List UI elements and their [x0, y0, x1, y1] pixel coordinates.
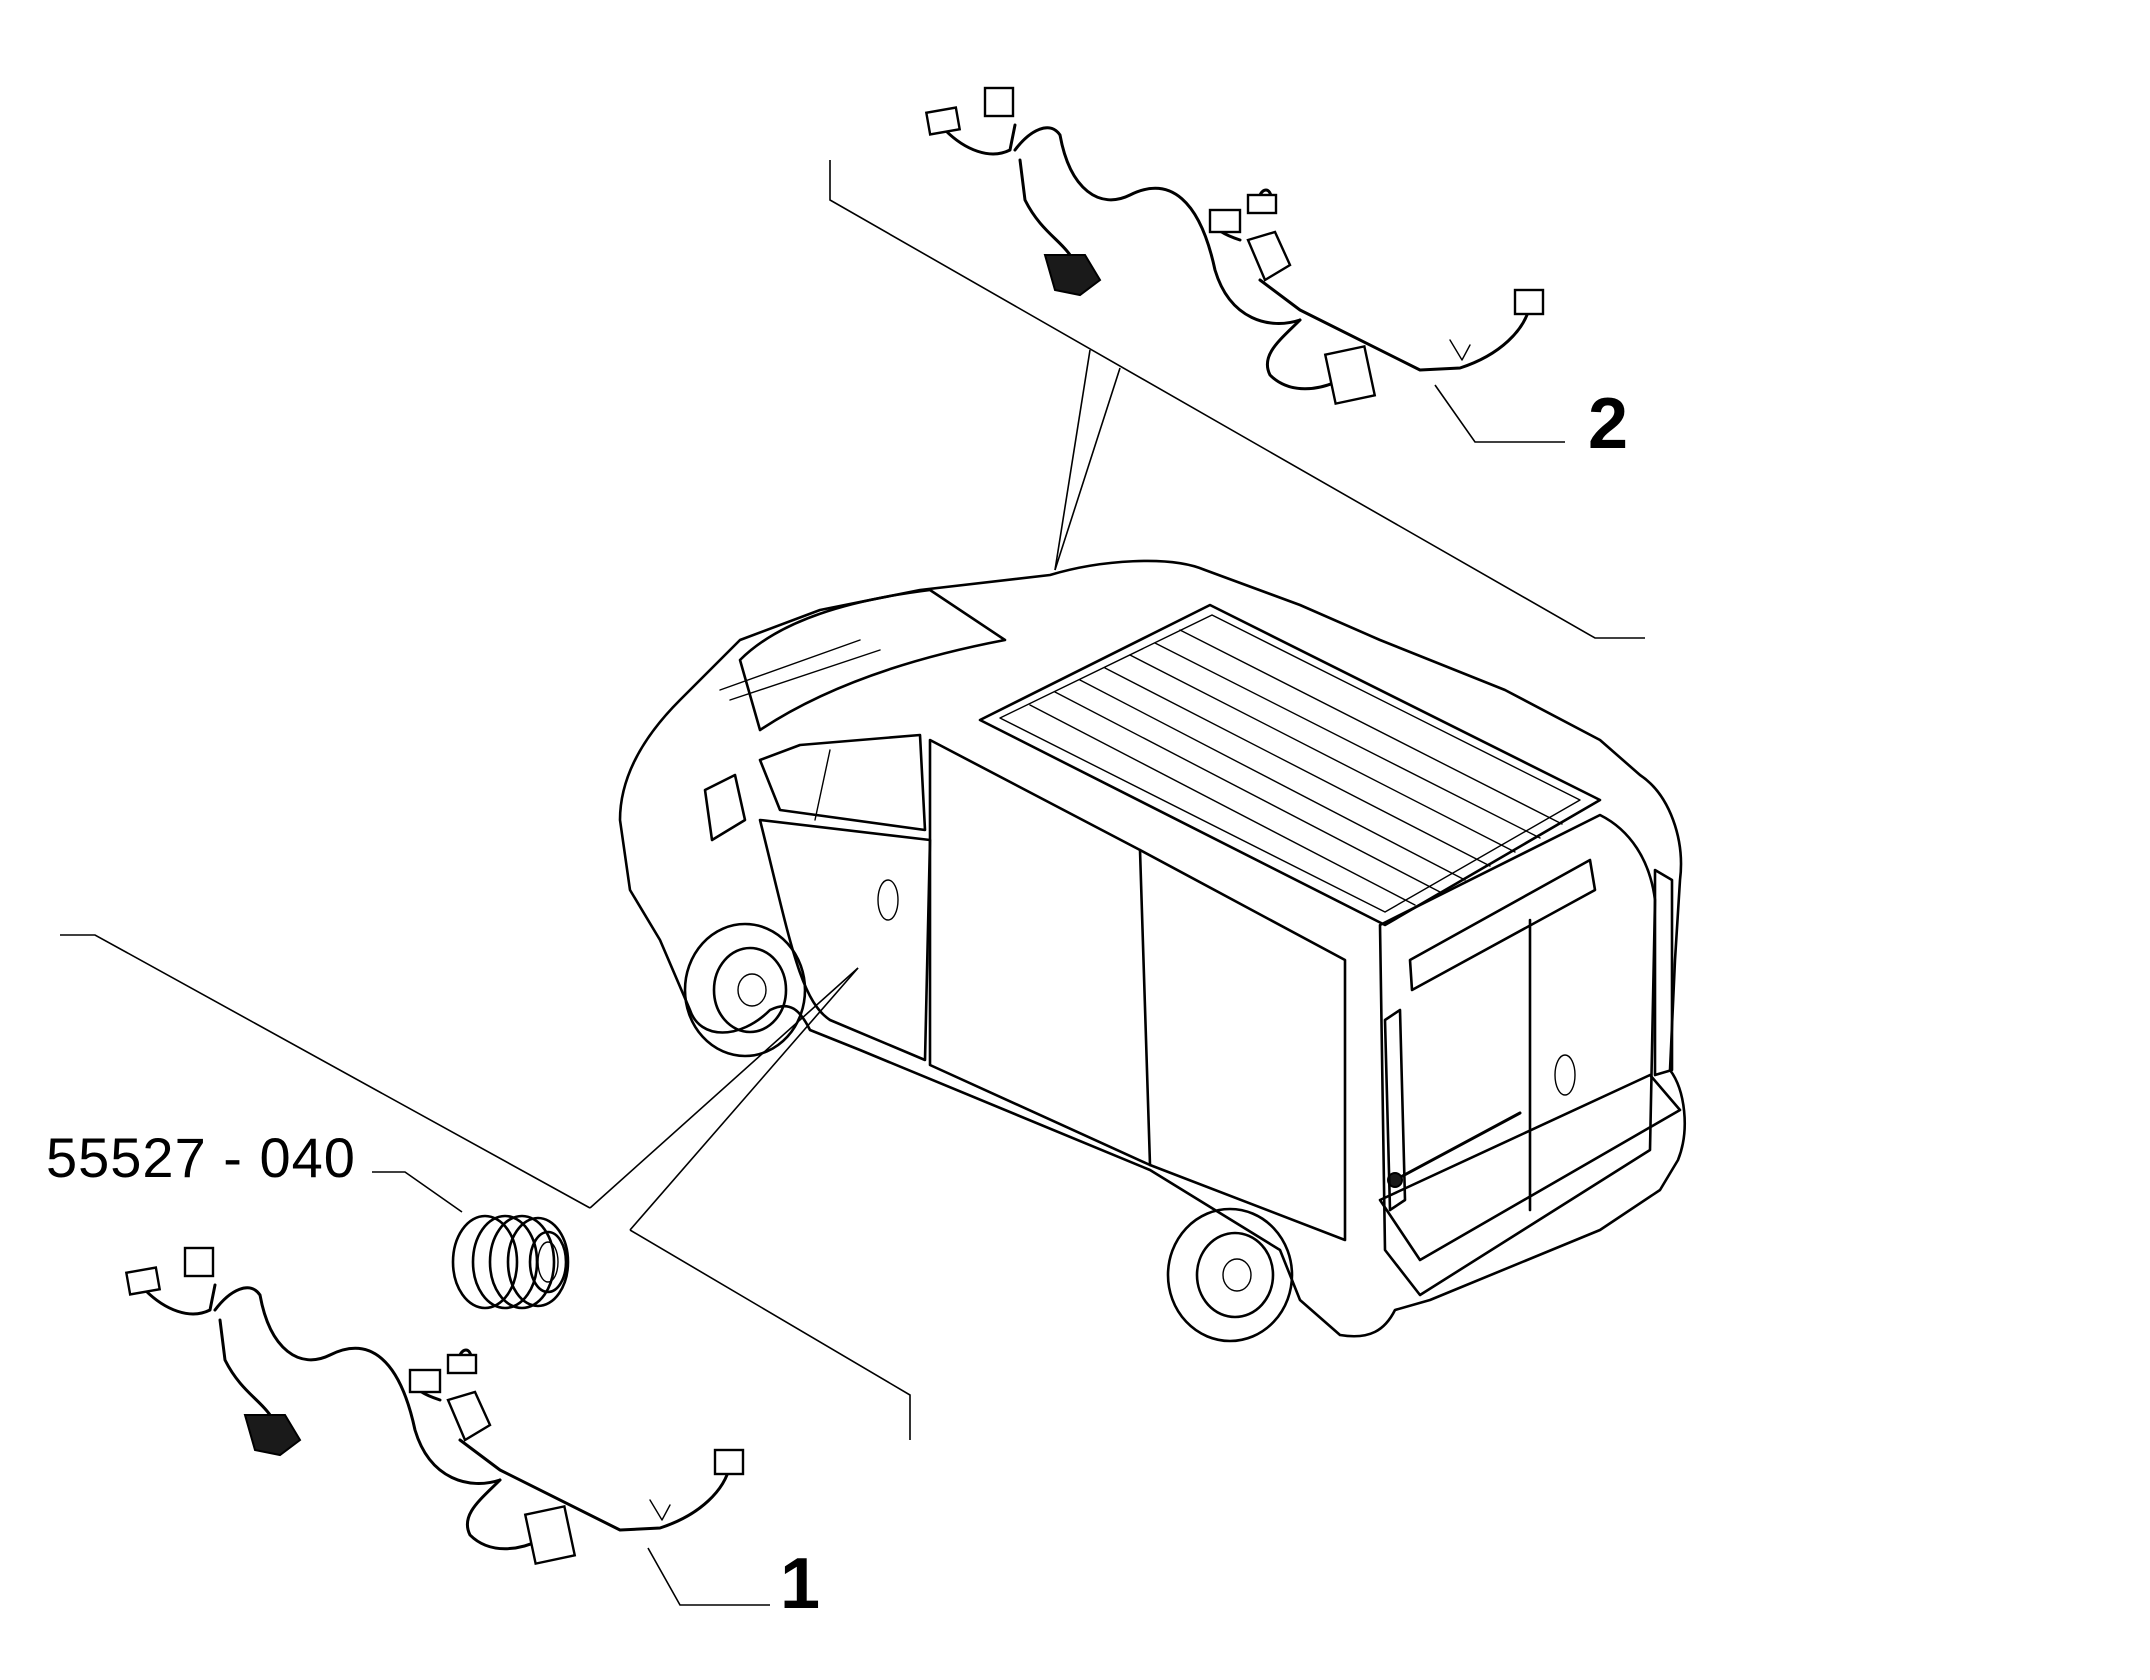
- leader-lower-to-van-a: [589, 967, 859, 1209]
- harness-1-connector-a: [124, 1266, 162, 1296]
- harness-2-connector-g: [1323, 344, 1377, 406]
- callout-part-number: 55527 - 040: [46, 1126, 356, 1189]
- cab-window: [758, 733, 927, 832]
- cargo-side-panel: [928, 738, 1152, 1167]
- side-mirror: [703, 773, 747, 842]
- callout-number-2: 2: [1588, 384, 1629, 464]
- rear-window-strip: [1408, 858, 1597, 992]
- harness-2-connector-a: [924, 106, 962, 136]
- leader-lower-right: [629, 1229, 911, 1440]
- harness-1-connector-h: [713, 1448, 745, 1476]
- harness-2-connector-d: [1208, 208, 1242, 234]
- harness-2-connector-h: [1513, 288, 1545, 316]
- rear-side-panel: [1138, 848, 1347, 1242]
- rear-bumper: [1378, 1073, 1682, 1262]
- harness-1-connector-g: [523, 1504, 577, 1566]
- rear-light-left: [1383, 1008, 1407, 1212]
- side-door-seam: [1139, 849, 1151, 1166]
- harness-1-connector-c: [243, 1414, 302, 1457]
- roof-slats: [1029, 629, 1563, 906]
- rear-light-right: [1653, 868, 1674, 1077]
- cab-door: [758, 818, 932, 1062]
- side-logo: [877, 879, 899, 921]
- van-illustration: [618, 559, 1686, 1343]
- wiring-harness-1: [124, 1246, 745, 1566]
- harness-2-connector-c: [1043, 254, 1102, 297]
- wiper-area: [719, 639, 881, 701]
- rear-doors: [1378, 813, 1657, 1297]
- cab-pillar: [814, 749, 831, 821]
- harness-2-connector-b: [983, 86, 1015, 118]
- leader-lines: [60, 160, 1645, 1606]
- leader-upper-to-van-a: [1054, 349, 1091, 571]
- windshield: [738, 588, 1007, 732]
- roof-rack-inner: [999, 614, 1581, 913]
- harness-2-connector-e: [1246, 193, 1278, 215]
- front-wheel: [683, 922, 807, 1058]
- harness-1-connector-d: [408, 1368, 442, 1394]
- rear-wheel: [1166, 1207, 1294, 1343]
- harness-1-connector-f: [446, 1390, 492, 1442]
- grommet: [451, 1214, 570, 1310]
- harness-2-connector-f: [1246, 230, 1292, 282]
- roof-rack-front: [978, 603, 1602, 927]
- harness-1-connector-b: [183, 1246, 215, 1278]
- rear-logo: [1554, 1054, 1576, 1096]
- leader-lower-left: [60, 934, 591, 1209]
- wiring-harness-2: [924, 86, 1545, 406]
- rear-harness-route: [1393, 1111, 1522, 1182]
- leader-callout-2: [1434, 384, 1565, 443]
- leader-upper-left: [829, 160, 1645, 639]
- callout-number-1: 1: [780, 1544, 821, 1624]
- van-body-outline: [618, 559, 1686, 1338]
- leader-lower-to-van-b: [629, 967, 859, 1231]
- leader-callout-1: [647, 1547, 770, 1606]
- leader-upper-to-van-b: [1054, 367, 1121, 571]
- harness-1-connector-e: [446, 1353, 478, 1375]
- leader-callout-part: [372, 1171, 463, 1213]
